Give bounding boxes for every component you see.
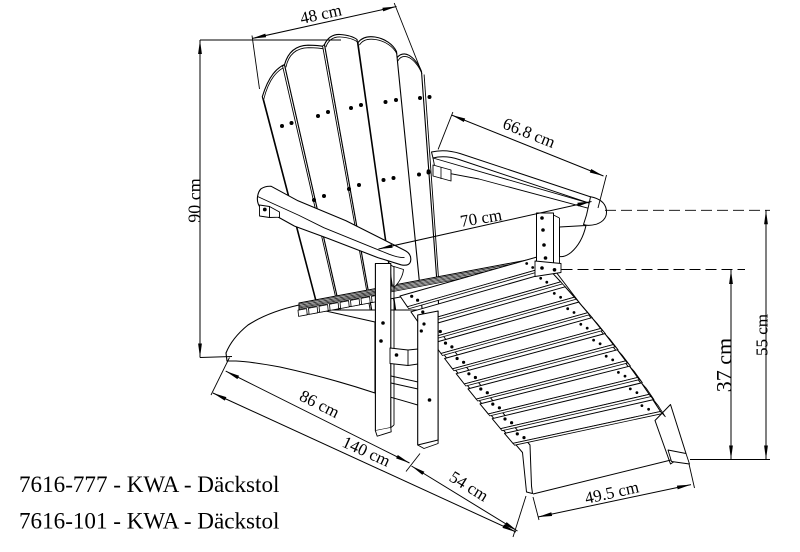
svg-text:7616-101 - KWA - Däckstol: 7616-101 - KWA - Däckstol [19,508,279,534]
svg-text:90 cm: 90 cm [185,178,205,223]
svg-text:54 cm: 54 cm [446,467,492,505]
svg-text:55 cm: 55 cm [753,314,772,356]
svg-text:48 cm: 48 cm [298,0,343,27]
svg-text:70 cm: 70 cm [459,205,504,231]
svg-text:140 cm: 140 cm [339,432,393,470]
svg-text:7616-777 - KWA - Däckstol: 7616-777 - KWA - Däckstol [19,471,279,497]
svg-text:49.5 cm: 49.5 cm [583,477,641,507]
svg-text:37 cm: 37 cm [712,338,737,392]
svg-text:86 cm: 86 cm [296,386,342,422]
